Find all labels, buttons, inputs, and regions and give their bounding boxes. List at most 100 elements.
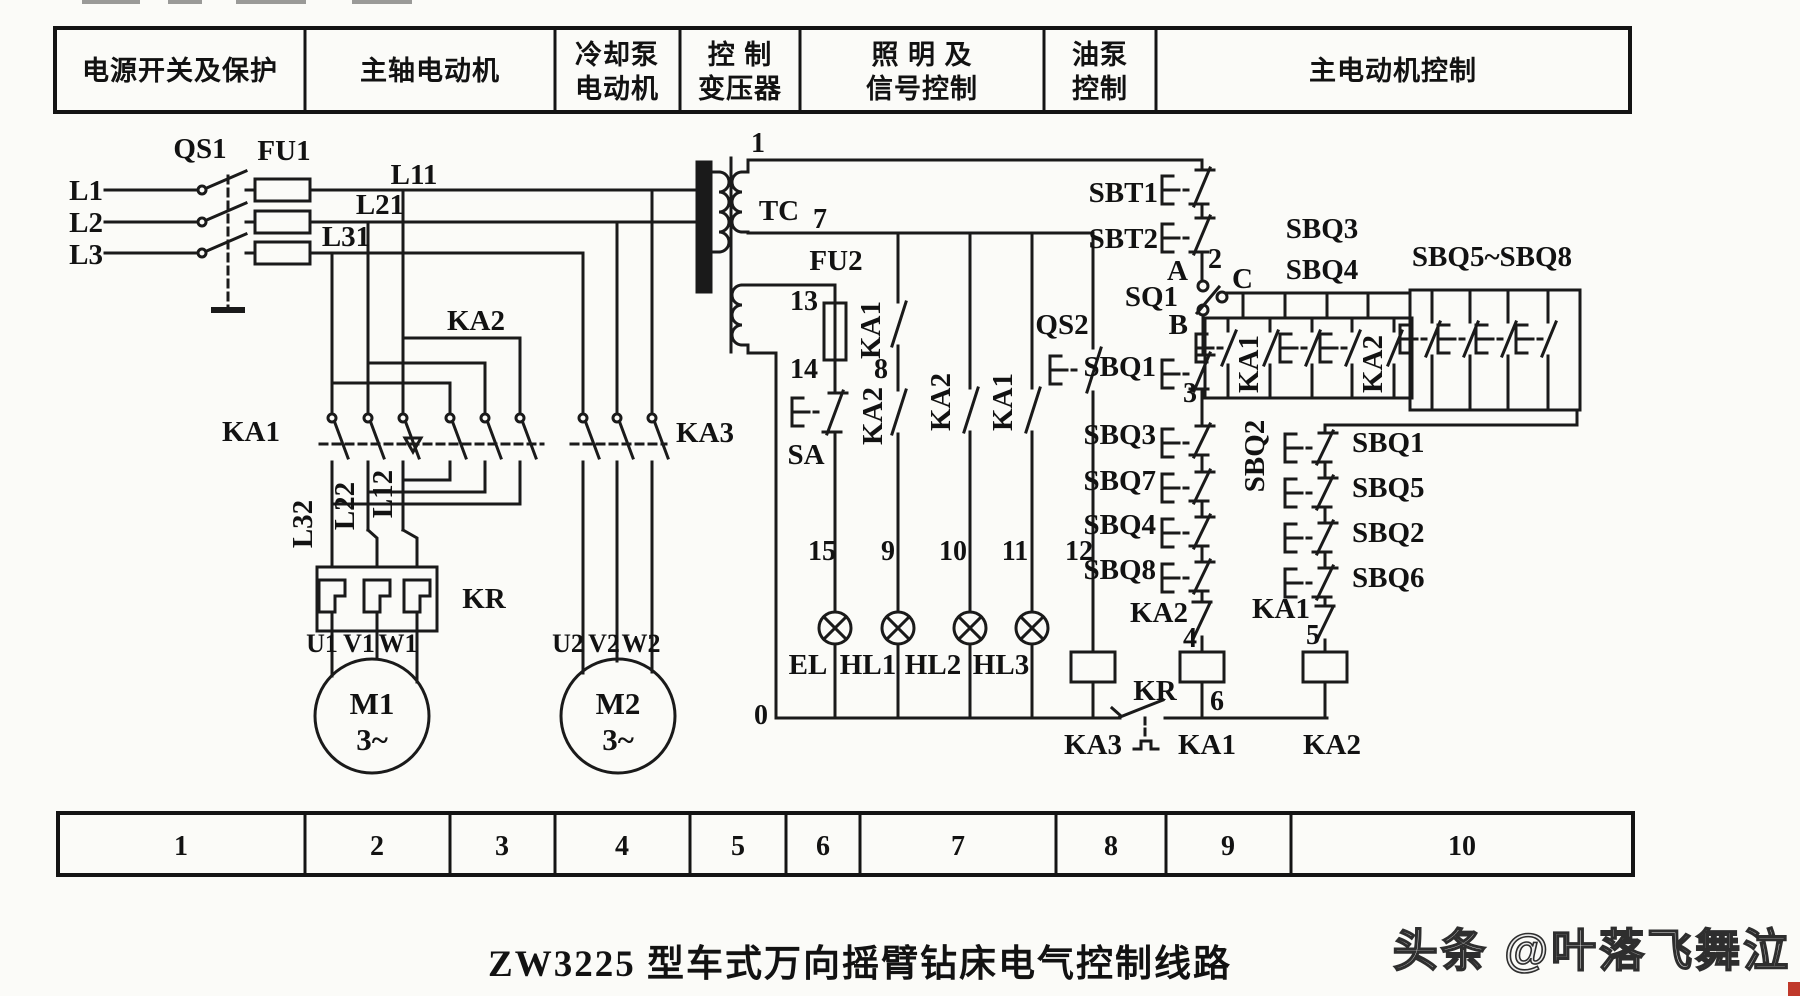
- label-sbt1: SBT1: [1089, 177, 1158, 209]
- scale-cell-2: 2: [370, 831, 384, 862]
- coil-ka2: [1301, 650, 1349, 684]
- label-ka1-box: KA1: [1233, 335, 1265, 393]
- coil-ka1: [1178, 650, 1226, 684]
- wire-number-6: 6: [1210, 686, 1224, 717]
- label-sa: SA: [787, 439, 824, 471]
- label-l31: L31: [322, 221, 370, 253]
- label-v2: V2: [588, 629, 620, 658]
- branch-oil-pump: [1048, 231, 1117, 720]
- header-col-coolpump-1: 冷却泵: [575, 40, 659, 70]
- branch-el: [790, 301, 849, 720]
- header-labels: 电源开关及保护 主轴电动机 冷却泵 电动机 控 制 变压器 照 明 及 信号控制…: [82, 40, 1477, 104]
- scale-cell-1: 1: [174, 831, 188, 862]
- fuse-fu1: [253, 177, 312, 266]
- label-ka1-interlock: KA1: [1252, 593, 1310, 625]
- label-ka1-hl1: KA1: [855, 301, 887, 359]
- branch-sbt-sq1: [1160, 158, 1412, 425]
- coil-ka3: [1069, 650, 1117, 684]
- wire-number-1: 1: [751, 128, 765, 159]
- label-sbq2-right: SBQ2: [1352, 517, 1425, 549]
- lamp-hl2: [952, 610, 988, 646]
- lamp-hl3: [1014, 610, 1050, 646]
- label-l22: L22: [329, 482, 361, 530]
- label-sbq7: SBQ7: [1083, 465, 1156, 497]
- header-col-transformer-1: 控 制: [708, 40, 773, 70]
- header-col-mainmotor: 主电动机控制: [1309, 56, 1477, 86]
- scale-cell-5: 5: [731, 831, 745, 862]
- label-l3: L3: [69, 239, 103, 271]
- wire-number-13: 13: [790, 286, 818, 317]
- header-col-oilpump-2: 控制: [1072, 74, 1128, 104]
- header-col-oilpump-1: 油泵: [1072, 40, 1128, 70]
- label-ka1-hl3: KA1: [987, 373, 1019, 431]
- chain-ka2-coil: [1283, 423, 1349, 720]
- thermal-relay-kr: [315, 565, 439, 684]
- wire-number-0: 0: [754, 700, 768, 731]
- left-return-rail: [746, 283, 837, 720]
- scale-cell-4: 4: [615, 831, 629, 862]
- label-ka2-main: KA2: [447, 305, 505, 337]
- label-fu2: FU2: [809, 245, 862, 277]
- red-corner-mark: [1788, 982, 1800, 996]
- scale-cell-3: 3: [495, 831, 509, 862]
- label-l32: L32: [287, 500, 319, 548]
- label-sq1-a: A: [1167, 255, 1188, 287]
- label-sbq5-sbq8: SBQ5~SBQ8: [1412, 241, 1572, 273]
- lamp-hl1: [880, 610, 916, 646]
- label-el: EL: [789, 649, 828, 681]
- wire-number-12: 12: [1065, 536, 1093, 567]
- label-u1: U1: [306, 629, 338, 658]
- header-col-power: 电源开关及保护: [82, 56, 278, 86]
- label-sbt2: SBT2: [1089, 223, 1158, 255]
- scale-cell-8: 8: [1104, 831, 1118, 862]
- label-sbq4-top: SBQ4: [1286, 254, 1359, 286]
- wire-number-8: 8: [874, 354, 888, 385]
- label-v1: V1: [343, 629, 375, 658]
- label-ka2-box: KA2: [1357, 335, 1389, 393]
- label-u2: U2: [552, 629, 584, 658]
- label-sbq3-top: SBQ3: [1286, 213, 1359, 245]
- label-ka2-interlock: KA2: [1130, 597, 1188, 629]
- branch-hl2: [962, 231, 980, 720]
- label-m1: M1: [350, 686, 395, 721]
- label-coil-ka1: KA1: [1178, 729, 1236, 761]
- branch-hl1: [890, 231, 908, 720]
- wire-number-7: 7: [813, 204, 827, 235]
- label-ka2-hl2: KA2: [925, 373, 957, 431]
- label-sbq3: SBQ3: [1083, 419, 1156, 451]
- label-m2: M2: [596, 686, 641, 721]
- header-col-spindle: 主轴电动机: [360, 56, 500, 86]
- scale-numbers: 1 2 3 4 5 6 7 8 9 10: [174, 831, 1476, 862]
- label-l1: L1: [69, 175, 103, 207]
- wire-7-line: [746, 230, 1095, 235]
- cropped-text-artifact: [82, 0, 412, 4]
- header-table: [53, 26, 1632, 114]
- label-fu1: FU1: [257, 135, 310, 167]
- contactor-ka3-group: [569, 412, 670, 675]
- label-ka3-main: KA3: [676, 417, 734, 449]
- wire-number-9: 9: [881, 536, 895, 567]
- scale-cell-6: 6: [816, 831, 830, 862]
- wire-number-11: 11: [1002, 536, 1028, 567]
- label-l2: L2: [69, 207, 103, 239]
- label-ka2-hl1: KA2: [857, 387, 889, 445]
- header-col-lighting-2: 信号控制: [866, 74, 978, 104]
- label-sbq5: SBQ5: [1352, 472, 1425, 504]
- scale-cell-10: 10: [1448, 831, 1476, 862]
- header-col-coolpump-2: 电动机: [575, 74, 659, 104]
- wiring: [103, 156, 1582, 775]
- wire-number-10: 10: [939, 536, 967, 567]
- wire-number-5: 5: [1306, 620, 1320, 651]
- label-hl2: HL2: [905, 649, 961, 681]
- label-sbq6: SBQ6: [1352, 562, 1425, 594]
- label-sbq2-rot: SBQ2: [1239, 420, 1271, 493]
- label-qs2: QS2: [1035, 309, 1088, 341]
- wire-1-line: [746, 158, 1204, 174]
- label-sq1: SQ1: [1125, 281, 1178, 313]
- scale-cell-7: 7: [951, 831, 965, 862]
- label-sbq4: SBQ4: [1083, 509, 1156, 541]
- label-l21: L21: [356, 189, 404, 221]
- chain-ka1-coil: [1160, 421, 1226, 720]
- label-kr-contact: KR: [1133, 675, 1178, 707]
- label-hl3: HL3: [973, 649, 1029, 681]
